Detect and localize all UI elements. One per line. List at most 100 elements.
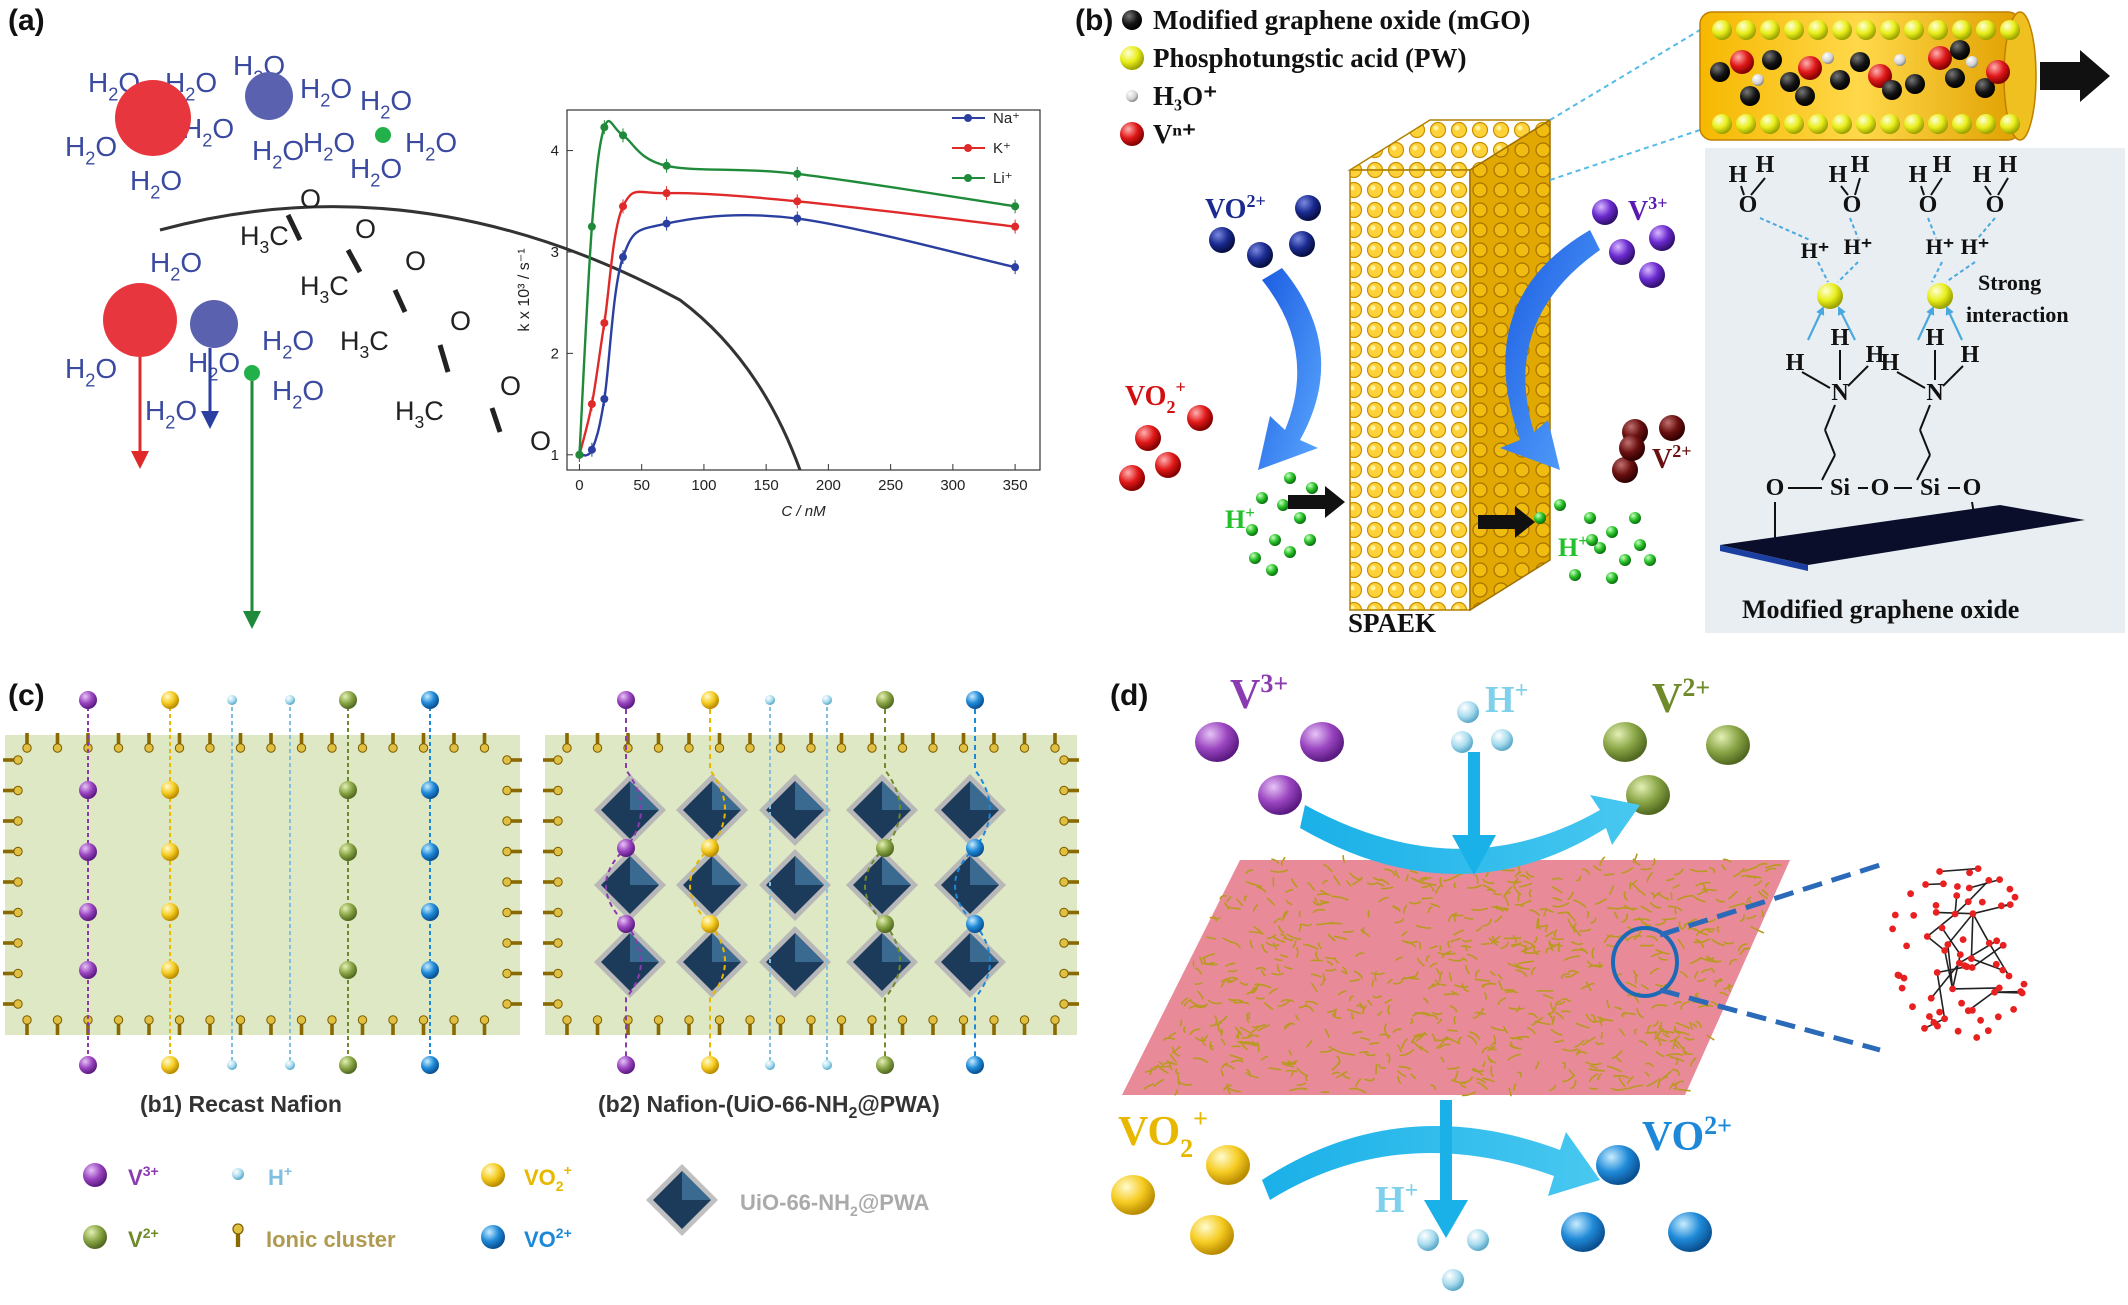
channel-ion	[79, 781, 97, 799]
fiber	[1233, 1001, 1250, 1005]
fiber	[1183, 998, 1192, 1007]
mgo-particle	[1740, 86, 1760, 106]
network-node	[2006, 901, 2014, 908]
panel-a-letter: (a)	[8, 4, 45, 37]
fiber	[1353, 970, 1364, 980]
data-point	[619, 253, 628, 262]
water-o: O	[1986, 192, 2005, 218]
fiber	[1302, 943, 1319, 951]
spaek-label: SPAEK	[1348, 608, 1436, 638]
vo2-plus-cluster	[1119, 405, 1213, 491]
fiber	[1723, 984, 1734, 990]
fiber	[1314, 897, 1319, 904]
fiber	[1547, 942, 1556, 948]
bond	[1896, 371, 1926, 389]
fiber	[1514, 871, 1521, 877]
channel-ion	[966, 1056, 984, 1074]
amine-h: H	[1926, 325, 1945, 351]
proton-dot	[1266, 564, 1278, 576]
legend-marker-3	[1120, 122, 1144, 146]
bond	[1740, 185, 1745, 196]
uio-facet	[970, 856, 999, 885]
fiber	[1481, 1077, 1495, 1083]
fiber	[1657, 1039, 1662, 1047]
v3plus-cluster	[1592, 199, 1675, 288]
network-node	[1961, 962, 1968, 970]
data-point	[587, 400, 596, 409]
uio-facet	[795, 856, 824, 885]
legend-marker-2	[1126, 90, 1138, 102]
channel-ion	[227, 1060, 237, 1070]
fiber	[1247, 1034, 1260, 1038]
fiber	[1542, 907, 1547, 917]
bond	[1854, 177, 1861, 196]
uio-facet	[970, 933, 999, 962]
fiber	[1286, 933, 1302, 940]
network-node	[1930, 1019, 1938, 1026]
legend-uio-marker	[646, 1164, 718, 1236]
zoom-line-upper	[1659, 862, 1881, 938]
uio-particle	[594, 849, 666, 921]
fiber	[1253, 925, 1264, 936]
water-label: H2O	[188, 347, 240, 384]
legend-vo: VO2+	[524, 1225, 572, 1252]
network-node	[1941, 1015, 1948, 1023]
fiber	[1219, 895, 1227, 900]
fiber	[1291, 940, 1297, 949]
fiber	[1447, 1028, 1458, 1032]
hydrogen-bond	[1759, 217, 1811, 241]
legend-marker	[964, 144, 972, 152]
bond	[1821, 454, 1836, 481]
mgo-caption: Modified graphene oxide	[1742, 595, 2019, 624]
hplus-left-label: H+	[1225, 503, 1255, 534]
fiber	[1399, 1048, 1415, 1057]
fiber	[1366, 999, 1373, 1006]
fiber	[1503, 886, 1513, 897]
fiber	[1425, 954, 1431, 963]
channel-ion	[79, 843, 97, 861]
network-node	[1949, 985, 1956, 993]
fiber	[1243, 895, 1248, 902]
zoom-line-top	[1549, 29, 1701, 121]
water-label: H2O	[272, 375, 324, 412]
channel-ion	[339, 903, 357, 921]
channel-ion	[285, 1060, 295, 1070]
pw-particle	[1976, 20, 1996, 40]
channel-ion	[161, 903, 179, 921]
fiber	[1189, 1028, 1201, 1036]
network-bond	[1952, 987, 2000, 990]
fiber	[1662, 1032, 1671, 1039]
plot-frame	[566, 109, 1041, 471]
data-point	[600, 318, 609, 327]
fiber	[1225, 895, 1232, 903]
network-node	[1910, 912, 1918, 919]
fiber	[1672, 1080, 1684, 1087]
d-h-bottom-label: H+	[1375, 1178, 1418, 1221]
fiber	[1408, 900, 1422, 905]
panel-b: (b) Modified graphene oxide (mGO)Phospho…	[1075, 4, 2125, 638]
vo2plus-cluster	[1209, 195, 1321, 268]
fiber	[1514, 903, 1524, 907]
network-node	[1903, 942, 1910, 950]
fiber	[1245, 881, 1263, 888]
fiber	[1742, 866, 1756, 873]
fiber	[1448, 972, 1453, 982]
proton-dot	[1256, 492, 1268, 504]
vanadium-particle	[1986, 60, 2010, 84]
legend-label: Na⁺	[993, 110, 1020, 127]
fiber	[1475, 874, 1479, 885]
network-bond	[1939, 867, 1979, 873]
water-label: H2O	[65, 131, 117, 168]
fiber	[1587, 964, 1604, 968]
mgo-particle	[1945, 68, 1965, 88]
fiber	[1555, 1000, 1562, 1006]
fiber	[1505, 990, 1519, 994]
uio-particle	[676, 774, 748, 846]
fiber	[1402, 904, 1408, 914]
fiber	[1317, 942, 1322, 950]
channel-ion	[339, 843, 357, 861]
fiber	[1764, 867, 1776, 873]
fiber	[1298, 923, 1302, 933]
uio-facet	[882, 781, 911, 810]
fiber	[1427, 905, 1433, 914]
